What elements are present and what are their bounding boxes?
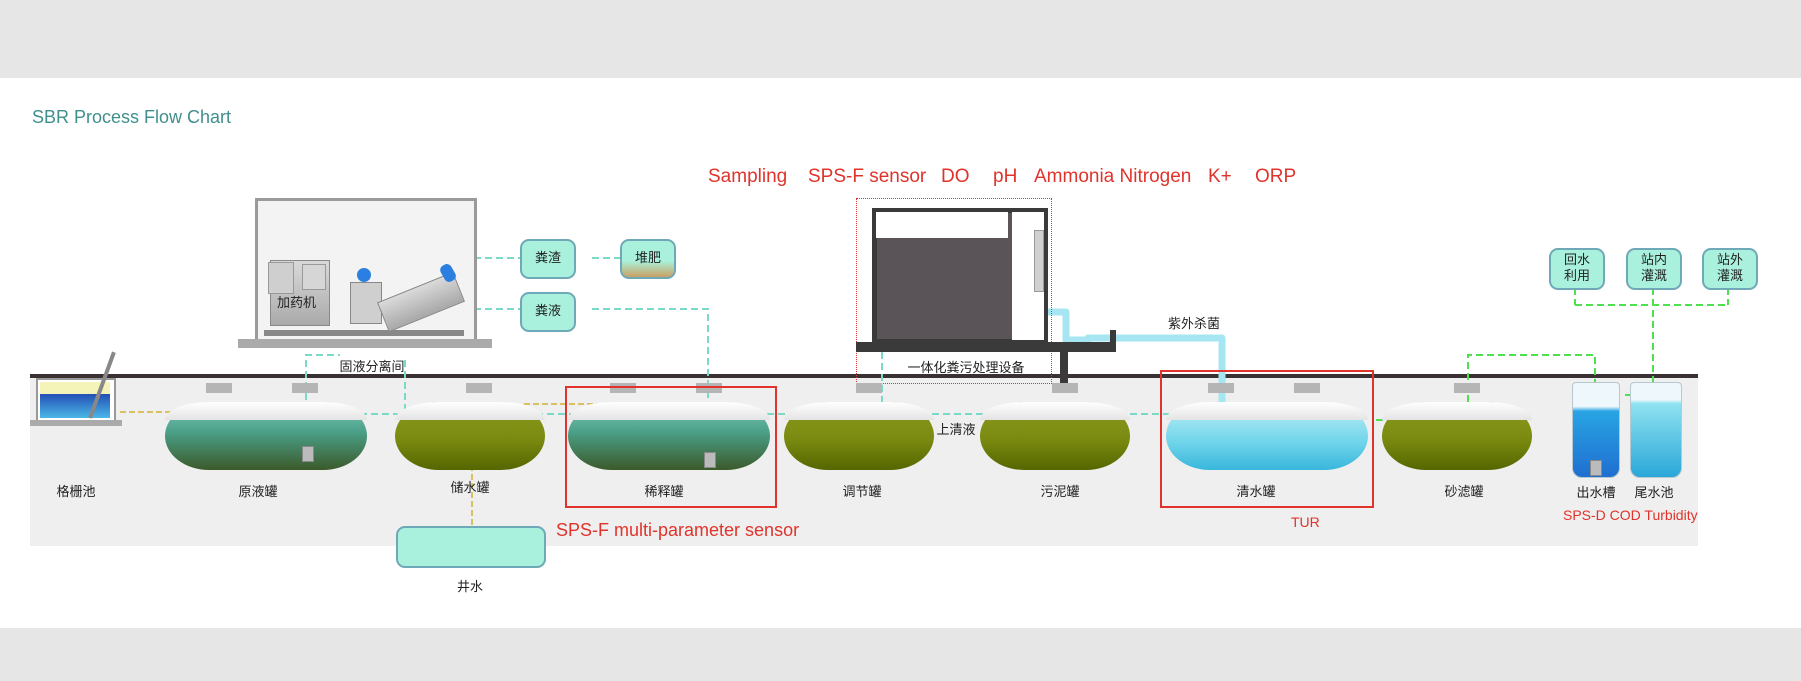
- tail-pool: [1630, 382, 1682, 478]
- station-irrigation-line2: 灌溉: [1640, 269, 1667, 284]
- ammonia-nitrogen-label: Ammonia Nitrogen: [1034, 166, 1192, 187]
- sand-filter-label: 砂滤罐: [1444, 485, 1484, 500]
- clear-tank-sensor-highlight: [1160, 370, 1374, 508]
- do-label: DO: [941, 166, 970, 187]
- multi-parameter-sensor-label: SPS-F multi-parameter sensor: [556, 520, 800, 540]
- outlet-trough-probe: [1590, 460, 1602, 476]
- offsite-irrigation-box: 站外 灌溉: [1702, 248, 1758, 290]
- raw-tank-hatch-a: [206, 383, 232, 393]
- uv-label: 紫外杀菌: [1167, 317, 1221, 332]
- compost-box: 堆肥: [620, 239, 676, 279]
- regulating-tank-label: 调节罐: [842, 485, 882, 500]
- storage-tank: [395, 402, 545, 470]
- pipe-liquid-to-dilution: [592, 308, 709, 462]
- manure-liquid-box: 粪液: [520, 292, 576, 332]
- raw-tank-label: 原液罐: [238, 485, 278, 500]
- well-water-box: [396, 526, 546, 568]
- sps-f-sensor-label: SPS-F sensor: [808, 166, 927, 187]
- offsite-irrigation-line2: 灌溉: [1716, 269, 1743, 284]
- compost-label: 堆肥: [634, 251, 661, 266]
- ground-line: [30, 374, 1698, 378]
- dilution-tank-label: 稀释罐: [644, 485, 684, 500]
- grid-pool-label: 格栅池: [56, 485, 96, 500]
- dilution-tank-hatch-b: [696, 383, 722, 393]
- raw-tank-probe: [302, 446, 314, 462]
- tail-pool-label: 尾水池: [1634, 486, 1674, 501]
- pipe-sandfilter-to-outlet: [1467, 354, 1596, 402]
- reuse-label-line2: 利用: [1563, 269, 1590, 284]
- dosing-machine-label: 加药机: [277, 296, 317, 311]
- storage-tank-hatch: [466, 383, 492, 393]
- manure-residue-label: 粪渣: [534, 251, 561, 266]
- manure-liquid-label: 粪液: [534, 304, 561, 319]
- storage-tank-label: 储水罐: [450, 481, 490, 496]
- regulating-tank: [784, 402, 934, 470]
- orp-label: ORP: [1255, 166, 1297, 187]
- station-irrigation-line1: 站内: [1640, 253, 1667, 268]
- k-label: K+: [1208, 166, 1232, 187]
- separation-room-label: 固液分离间: [339, 360, 405, 375]
- supernatant-label: 上清液: [936, 423, 976, 438]
- raw-tank: [165, 402, 367, 470]
- integrated-equipment-label: 一体化粪污处理设备: [907, 361, 1025, 376]
- dilution-tank-probe: [704, 452, 716, 468]
- dilution-sensor-highlight: [565, 386, 777, 508]
- sand-filter-hatch: [1454, 383, 1480, 393]
- clear-tank-hatch-a: [1208, 383, 1234, 393]
- raw-tank-hatch-b: [292, 383, 318, 393]
- tur-label: TUR: [1291, 514, 1320, 530]
- clear-tank-hatch-b: [1294, 383, 1320, 393]
- sampling-point-box: [856, 198, 1052, 384]
- sludge-tank: [980, 402, 1130, 470]
- cod-turbidity-label: SPS-D COD Turbidity: [1563, 507, 1698, 523]
- manure-residue-box: 粪渣: [520, 239, 576, 279]
- outlet-trough-label: 出水槽: [1576, 486, 1616, 501]
- ph-label: pH: [993, 166, 1018, 187]
- sludge-tank-hatch: [1052, 383, 1078, 393]
- chart-title: SBR Process Flow Chart: [32, 107, 232, 127]
- dilution-tank-hatch-a: [610, 383, 636, 393]
- sampling-label: Sampling: [708, 166, 788, 187]
- clear-tank: [1166, 402, 1368, 470]
- dilution-tank: [568, 402, 770, 470]
- clear-tank-label: 清水罐: [1236, 485, 1276, 500]
- station-irrigation-box: 站内 灌溉: [1626, 248, 1682, 290]
- reuse-label-line1: 回水: [1563, 253, 1590, 268]
- reuse-box: 回水 利用: [1549, 248, 1605, 290]
- offsite-irrigation-line1: 站外: [1716, 253, 1743, 268]
- well-water-label: 井水: [456, 580, 484, 595]
- sludge-tank-label: 污泥罐: [1040, 485, 1080, 500]
- regulating-tank-hatch: [856, 383, 882, 393]
- sand-filter-tank: [1382, 402, 1532, 470]
